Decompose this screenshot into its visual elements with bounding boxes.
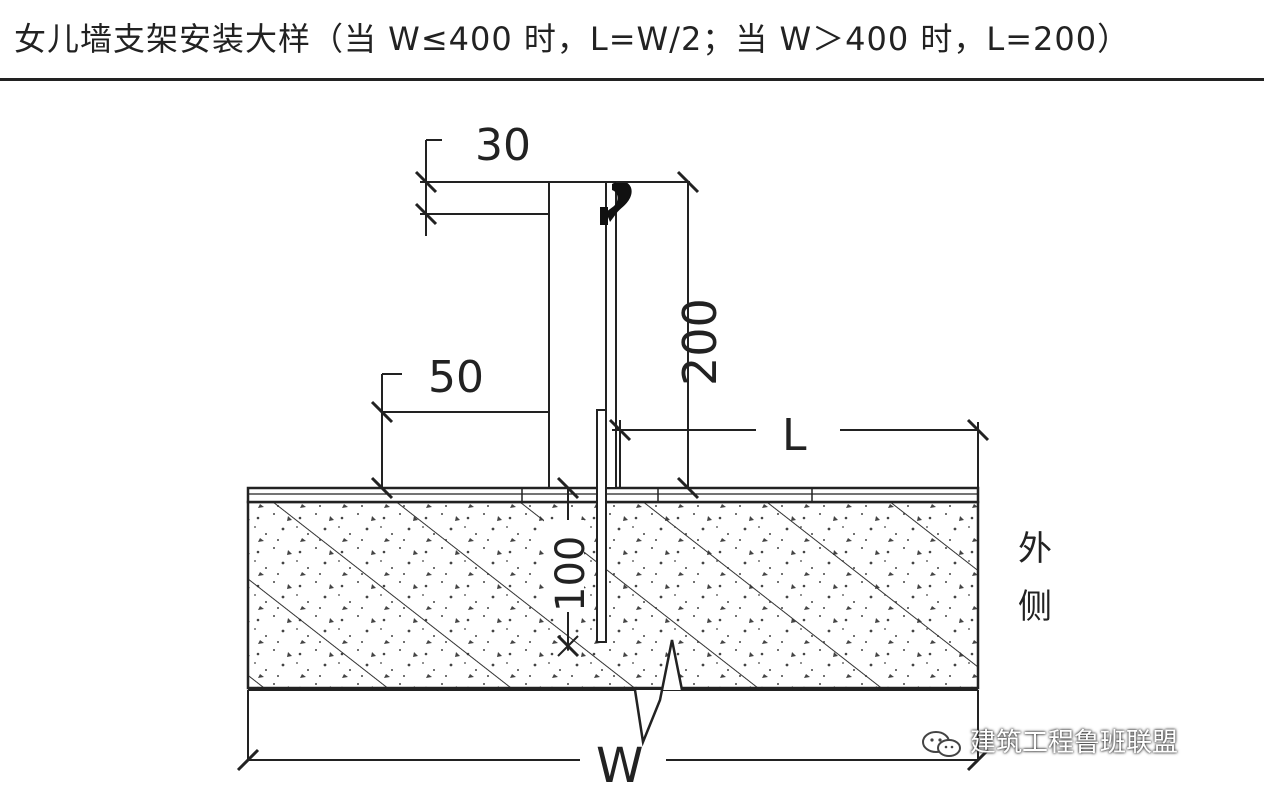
break-line-symbol <box>633 639 684 747</box>
dimension-l-label: L <box>782 410 807 461</box>
dimension-w: W <box>236 738 990 794</box>
top-clip-fastener <box>600 181 632 225</box>
dimension-l: L <box>608 410 990 488</box>
watermark: 建筑工程鲁班联盟 <box>920 722 1178 759</box>
dimension-100: 100 <box>544 476 594 658</box>
topping-layer <box>246 486 980 504</box>
concrete-slab <box>246 500 980 690</box>
dimension-100-label: 100 <box>548 536 594 612</box>
diagram-title: 女儿墙支架安装大样（当 W≤400 时，L=W/2；当 W＞400 时，L=20… <box>14 20 1131 58</box>
outer-side-char-2: 侧 <box>1018 587 1052 627</box>
dimension-50-label: 50 <box>428 352 484 403</box>
watermark-text: 建筑工程鲁班联盟 <box>970 728 1179 758</box>
bracket-embed-leg <box>596 409 607 643</box>
dimension-200: 200 <box>616 170 727 500</box>
dimension-50: 50 <box>370 352 549 500</box>
wechat-logo-icon <box>922 730 961 757</box>
dimension-30: 30 <box>414 120 549 236</box>
title-bar: 女儿墙支架安装大样（当 W≤400 时，L=W/2；当 W＞400 时，L=20… <box>0 0 1264 81</box>
bracket-upright <box>548 181 617 489</box>
dimension-30-label: 30 <box>475 120 531 171</box>
outer-side-label: 外 侧 <box>1018 529 1052 627</box>
dimension-200-label: 200 <box>673 298 727 386</box>
dimension-w-label: W <box>596 738 643 794</box>
outer-side-char-1: 外 <box>1018 529 1052 569</box>
